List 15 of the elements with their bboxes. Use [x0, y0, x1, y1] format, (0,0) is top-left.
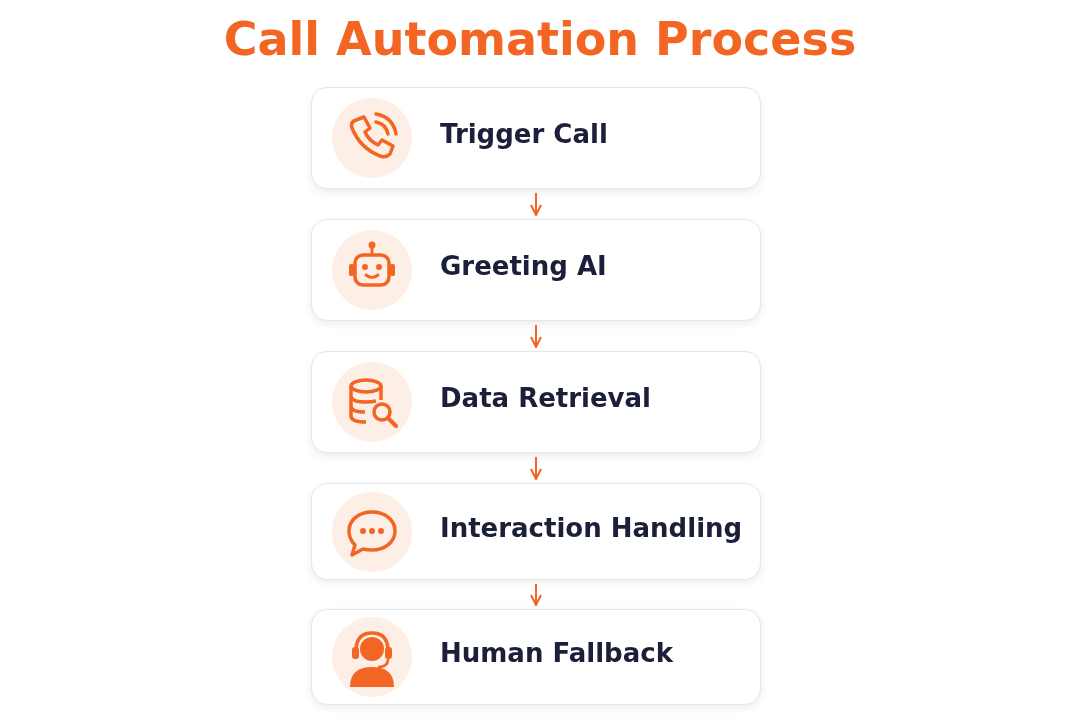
process-box — [311, 87, 761, 189]
diagram-title: Call Automation Process — [222, 12, 858, 66]
step-label: Greeting AI — [440, 251, 607, 281]
arrow — [530, 583, 542, 606]
step-label: Trigger Call — [440, 119, 608, 149]
process-box — [311, 219, 761, 321]
process-box — [311, 609, 761, 705]
process-box — [311, 483, 761, 580]
arrow — [530, 192, 542, 216]
process-box — [311, 351, 761, 453]
step-label: Interaction Handling — [440, 512, 743, 543]
arrow — [530, 456, 542, 480]
step-label: Human Fallback — [440, 638, 673, 668]
step-label: Data Retrieval — [440, 383, 651, 413]
arrow — [530, 324, 542, 348]
